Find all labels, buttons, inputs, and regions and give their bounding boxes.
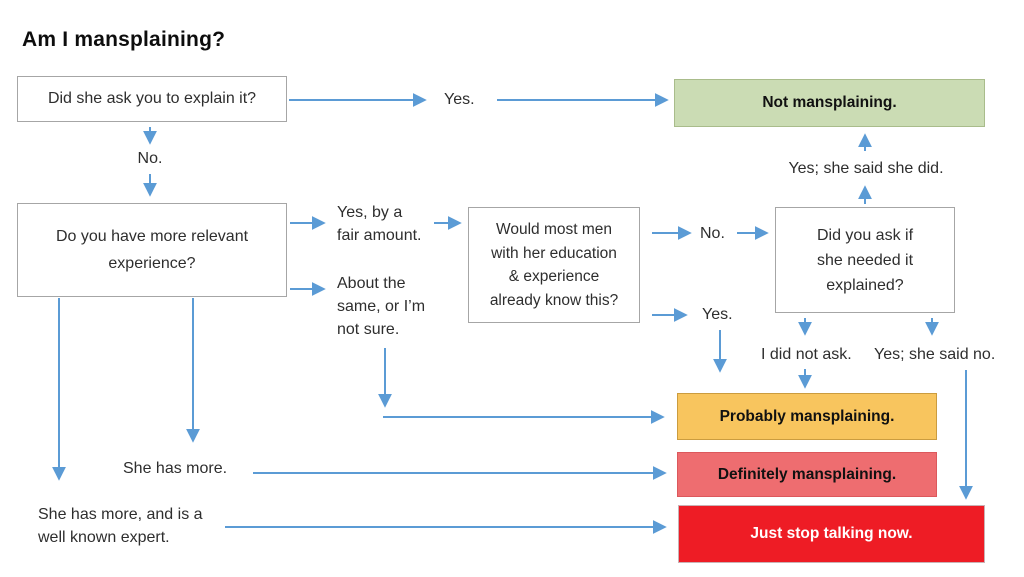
page-title: Am I mansplaining? (22, 28, 226, 51)
edge-label-yes-fair-amount: Yes, by a fair amount. (337, 204, 422, 244)
node-would-most-men-know: Would most men with her education & expe… (468, 207, 640, 323)
edge-label-yes-she-said-no: Yes; she said no. (874, 346, 996, 363)
edge-label-yes-top: Yes. (444, 91, 475, 108)
node-did-she-ask: Did she ask you to explain it? (17, 76, 287, 122)
edge-q2-shehasmore-to-definitely (186, 298, 667, 480)
result-just-stop-talking: Just stop talking now. (678, 505, 985, 563)
edge-label-no-top: No. (137, 150, 163, 167)
edge-label-yes-mid: Yes. (702, 306, 733, 323)
edge-label-about-same: About the same, or I’m not sure. (337, 275, 426, 338)
edge-label-yes-she-said-she-did: Yes; she said she did. (788, 160, 944, 177)
edge-label-she-has-more-expert: She has more, and is a well known expert… (38, 506, 203, 546)
edge-label-no-mid: No. (700, 225, 725, 242)
edge-label-i-did-not-ask: I did not ask. (761, 346, 852, 363)
node-did-you-ask: Did you ask if she needed it explained? (775, 207, 955, 313)
result-not-mansplaining: Not mansplaining. (674, 79, 985, 127)
edge-label-she-has-more: She has more. (123, 460, 228, 477)
node-more-relevant-experience: Do you have more relevant experience? (17, 203, 287, 297)
result-probably-mansplaining: Probably mansplaining. (677, 393, 937, 440)
result-definitely-mansplaining: Definitely mansplaining. (677, 452, 937, 497)
